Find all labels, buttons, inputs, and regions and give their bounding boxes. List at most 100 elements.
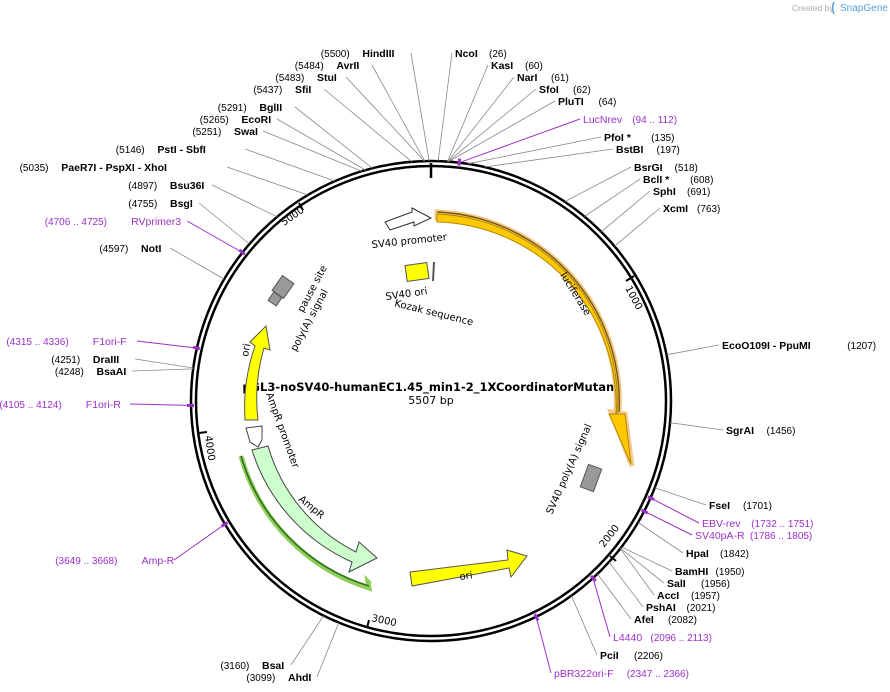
site-position-38: (1950) bbox=[716, 567, 745, 578]
enzyme-name-15: BsaAI bbox=[97, 366, 127, 378]
enzyme-name-2: StuI bbox=[317, 72, 337, 84]
enzyme-name-40: AccI bbox=[657, 590, 679, 602]
enzyme-name-24: PluTI bbox=[558, 96, 584, 108]
site-position-17: (3649 .. 3668) bbox=[55, 556, 117, 567]
primer-name-11: RVprimer3 bbox=[131, 216, 181, 228]
site-position-28: (518) bbox=[675, 163, 698, 174]
svg-text:1000: 1000 bbox=[622, 284, 644, 312]
site-position-1: (5484) bbox=[295, 61, 324, 72]
callout-line-28 bbox=[564, 166, 632, 203]
enzyme-name-21: KasI bbox=[491, 60, 513, 72]
enzyme-name-4: BglII bbox=[259, 102, 282, 114]
callout-line-7 bbox=[244, 148, 336, 182]
site-position-6: (5251) bbox=[192, 127, 221, 138]
enzyme-name-3: SfiI bbox=[295, 84, 311, 96]
enzyme-name-27: BstBI bbox=[616, 144, 644, 156]
site-position-12: (4597) bbox=[99, 244, 128, 255]
callout-line-6 bbox=[262, 130, 363, 172]
callout-line-4 bbox=[294, 106, 373, 169]
ori-arrow bbox=[409, 549, 528, 587]
ampr-arrow bbox=[251, 445, 378, 573]
enzyme-name-30: SphI bbox=[653, 186, 676, 198]
enzyme-name-39: SalI bbox=[667, 578, 686, 590]
tick-4000: 4000 bbox=[198, 431, 216, 462]
callout-line-35 bbox=[650, 497, 700, 524]
enzyme-name-12: NotI bbox=[141, 243, 161, 255]
site-position-26: (135) bbox=[651, 133, 674, 144]
site-position-39: (1956) bbox=[701, 579, 730, 590]
site-position-14: (4251) bbox=[51, 355, 80, 366]
site-position-0: (5500) bbox=[321, 49, 350, 60]
ampr-promoter-arrow bbox=[245, 425, 263, 448]
snapgene-logo-icon bbox=[831, 1, 835, 15]
enzyme-name-26: PfoI * bbox=[604, 132, 632, 144]
site-position-16: (4105 .. 4124) bbox=[0, 400, 62, 411]
site-position-20: (26) bbox=[489, 49, 507, 60]
site-position-31: (763) bbox=[697, 204, 720, 215]
svg-text:2000: 2000 bbox=[598, 523, 622, 550]
enzyme-name-8: PaeR7I - PspXI - XhoI bbox=[61, 162, 167, 174]
svg-text:5000: 5000 bbox=[279, 205, 306, 229]
callout-line-26 bbox=[467, 136, 602, 165]
callout-line-39 bbox=[620, 547, 665, 584]
callout-line-16 bbox=[129, 403, 192, 406]
site-position-43: (2096 .. 2113) bbox=[650, 633, 712, 644]
callout-line-5 bbox=[276, 118, 366, 171]
callout-line-12 bbox=[169, 247, 225, 280]
site-position-24: (64) bbox=[599, 97, 617, 108]
enzyme-name-37: HpaI bbox=[686, 548, 709, 560]
callout-line-41 bbox=[608, 561, 644, 608]
sv40-promoter-arrow bbox=[384, 207, 433, 231]
plasmid-name: pGL3-noSV40-humanEC1.45_min1-2_1XCoordin… bbox=[242, 380, 620, 395]
callout-line-45 bbox=[535, 616, 552, 674]
ampr-outline bbox=[240, 455, 370, 587]
enzyme-name-33: SgrAI bbox=[726, 425, 754, 437]
site-position-19: (3099) bbox=[246, 673, 275, 684]
site-position-40: (1957) bbox=[691, 591, 720, 602]
callout-line-33 bbox=[669, 422, 724, 431]
callout-line-25 bbox=[458, 118, 581, 164]
tick-5000: 5000 bbox=[279, 202, 307, 229]
callout-line-37 bbox=[637, 522, 684, 554]
callout-line-38 bbox=[621, 546, 673, 572]
enzyme-name-5: EcoRI bbox=[241, 114, 271, 126]
site-position-7: (5146) bbox=[116, 145, 145, 156]
site-position-32: (1207) bbox=[847, 341, 876, 352]
site-position-34: (1701) bbox=[743, 501, 772, 512]
callout-line-27 bbox=[484, 148, 614, 168]
callout-line-32 bbox=[666, 344, 720, 356]
enzyme-name-9: Bsu36I bbox=[170, 180, 205, 192]
enzyme-name-18: BsaI bbox=[262, 660, 284, 672]
primer-name-43: L4440 bbox=[613, 632, 642, 644]
site-position-13: (4315 .. 4336) bbox=[6, 337, 68, 348]
site-position-23: (62) bbox=[573, 85, 591, 96]
callout-line-30 bbox=[600, 190, 651, 233]
site-position-21: (60) bbox=[525, 61, 543, 72]
callout-line-29 bbox=[584, 178, 641, 217]
callout-line-19 bbox=[316, 622, 340, 678]
enzyme-name-34: FseI bbox=[709, 500, 730, 512]
enzyme-name-44: PciI bbox=[600, 650, 619, 662]
f1-ori-arrow bbox=[244, 324, 271, 421]
site-position-45: (2347 .. 2366) bbox=[627, 669, 689, 680]
primer-name-17: Amp-R bbox=[142, 555, 175, 567]
callout-line-2 bbox=[345, 76, 425, 162]
backbone-outer-strand bbox=[189, 159, 673, 643]
primer-name-36: SV40pA-R bbox=[695, 530, 745, 542]
callout-line-3 bbox=[323, 88, 413, 163]
primer-name-13: F1ori-F bbox=[93, 336, 127, 348]
callout-line-34 bbox=[654, 487, 707, 506]
site-position-18: (3160) bbox=[220, 661, 249, 672]
enzyme-name-38: BamHI bbox=[675, 566, 708, 578]
site-position-8: (5035) bbox=[20, 163, 49, 174]
ori-label: ori bbox=[459, 570, 473, 583]
site-position-5: (5265) bbox=[200, 115, 229, 126]
kozak-label: Kozak sequence bbox=[393, 298, 474, 328]
enzyme-name-22: NarI bbox=[517, 72, 538, 84]
svg-text:3000: 3000 bbox=[370, 613, 397, 629]
callout-line-42 bbox=[597, 573, 632, 620]
enzyme-name-7: PstI - SbfI bbox=[157, 144, 206, 156]
site-position-25: (94 .. 112) bbox=[632, 115, 677, 126]
primer-name-25: LucNrev bbox=[583, 114, 623, 126]
primer-name-45: pBR322ori-F bbox=[554, 668, 614, 680]
